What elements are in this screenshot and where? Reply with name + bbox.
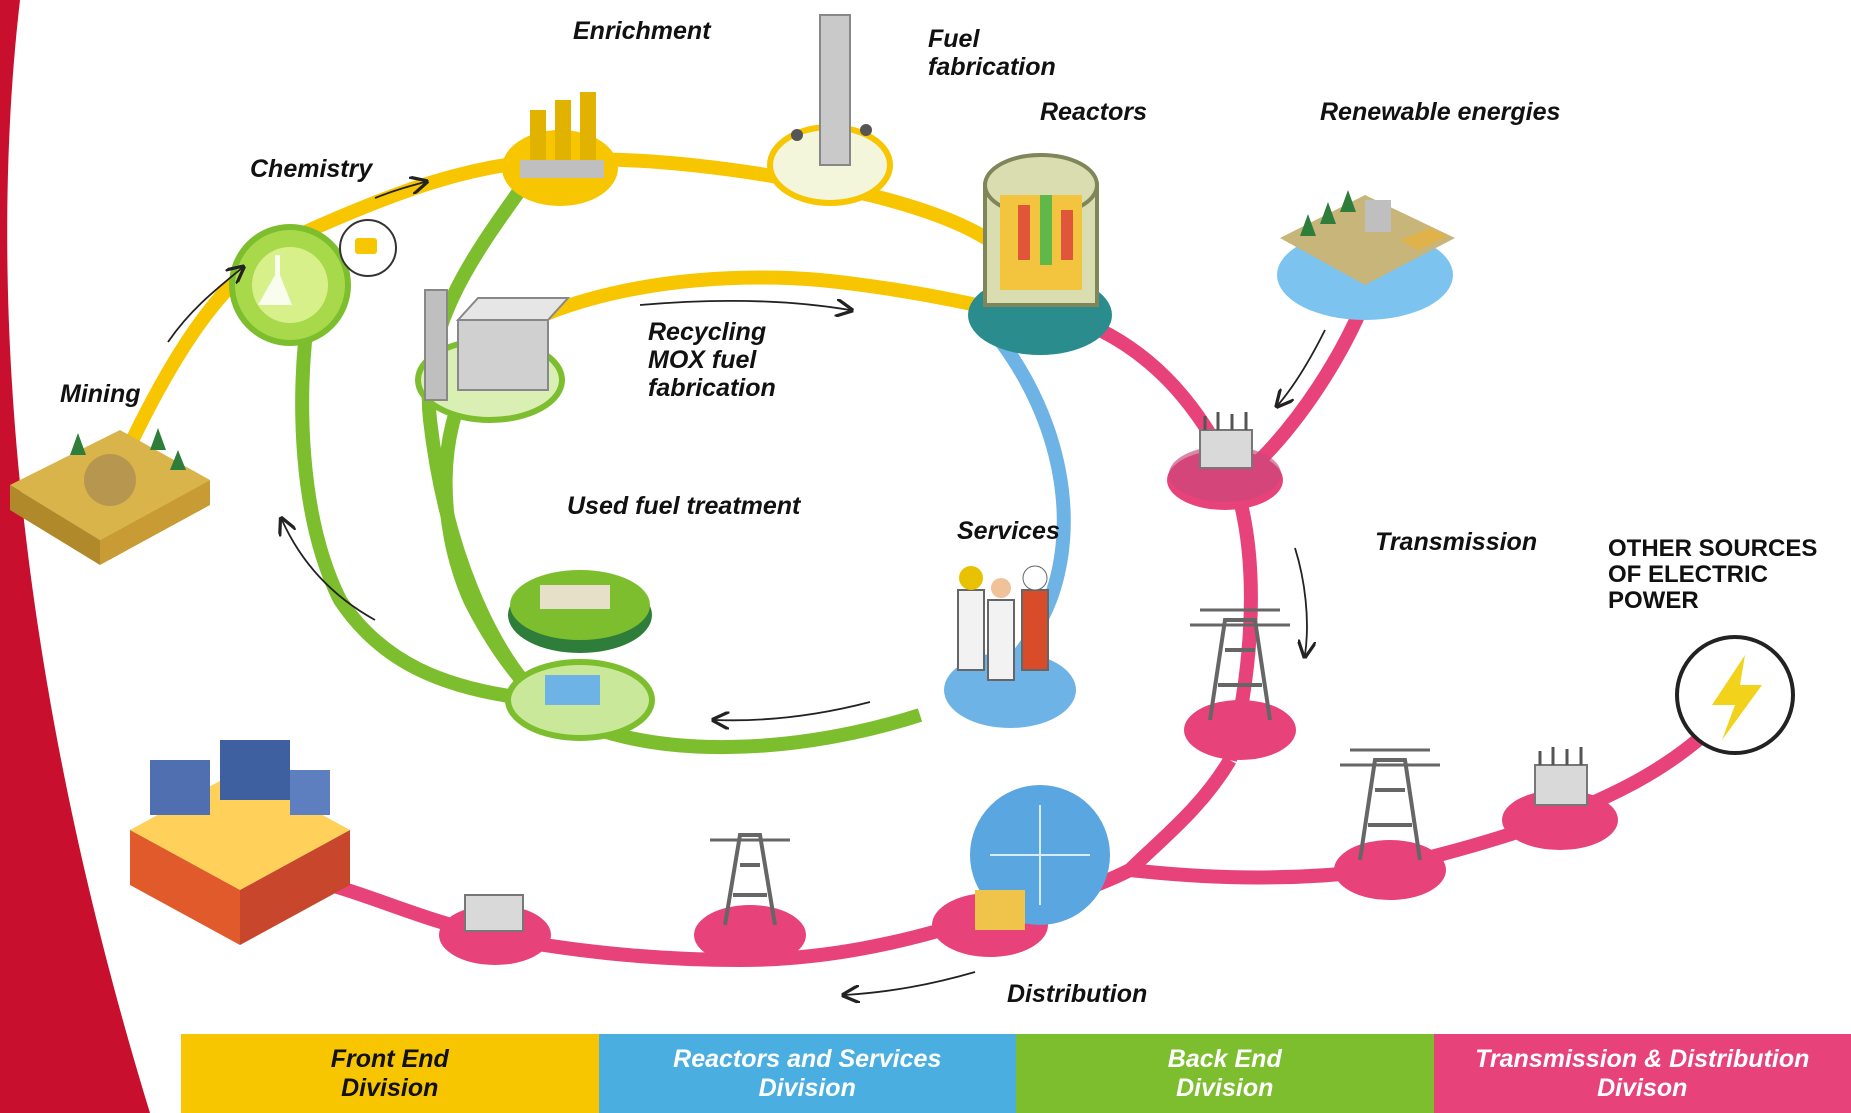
legend-reactors-services: Reactors and Services Division [598,1034,1016,1113]
recycling-node [415,289,571,423]
arrow-mining-up [167,268,242,343]
arrow-services-back [715,701,871,720]
label-reactors: Reactors [1040,98,1147,126]
label-fuel-fabrication: Fuel fabrication [928,25,1056,81]
arrow-distribution [845,971,976,995]
substation-right-node [1502,747,1618,850]
distribution-tower-node [694,833,806,965]
label-recycling: Recycling MOX fuel fabrication [648,318,776,402]
division-legend: Front End Division Reactors and Services… [181,1034,1851,1113]
distribution-dome-node [932,785,1110,957]
label-services: Services [957,517,1060,545]
arrow-chemistry [374,182,425,199]
legend-front-end-label: Front End Division [330,1044,449,1102]
brand-band [0,0,150,1113]
label-enrichment: Enrichment [573,17,711,45]
tower-1-node [1184,608,1296,760]
consumer-city-node [130,740,350,945]
label-mining: Mining [60,380,141,408]
lightning-icon [1712,655,1762,740]
tower-2-node [1334,748,1446,900]
arrow-back-end-up [282,520,376,621]
label-transmission: Transmission [1375,528,1538,556]
substation-top-node [1167,412,1283,510]
renewable-node [1277,190,1455,320]
enrichment-node [502,92,618,206]
services-node [944,565,1076,728]
legend-transmission-distribution: Transmission & Distribution Divison [1433,1034,1851,1113]
other-sources-node [1675,635,1795,755]
arrow-transmission-down [1294,547,1307,655]
back-end-loop-outer [295,298,541,707]
legend-back-end: Back End Division [1016,1034,1434,1113]
used-fuel-node [505,570,655,741]
label-distribution: Distribution [1007,980,1148,1008]
label-used-fuel: Used fuel treatment [567,492,801,520]
td-line-renewable-to-substation [1255,297,1372,465]
fuel-fabrication-node [767,14,893,206]
legend-back-end-label: Back End Division [1167,1044,1282,1102]
arrow-recycling [639,301,850,310]
home-substation-node [439,894,551,965]
arrow-renewable-down [1278,329,1326,405]
label-renewable-energies: Renewable energies [1320,98,1561,126]
legend-transmission-distribution-label: Transmission & Distribution Divison [1475,1044,1810,1102]
reactors-node [968,153,1112,355]
mining-node [10,428,210,565]
legend-front-end: Front End Division [181,1034,599,1113]
label-other-sources: OTHER SOURCES OF ELECTRIC POWER [1608,535,1818,614]
label-chemistry: Chemistry [250,155,373,183]
chemistry-node [229,219,397,346]
legend-reactors-services-label: Reactors and Services Division [673,1044,942,1102]
td-line-other-sources [1129,705,1735,885]
td-line-tower-to-junction [1125,756,1237,875]
